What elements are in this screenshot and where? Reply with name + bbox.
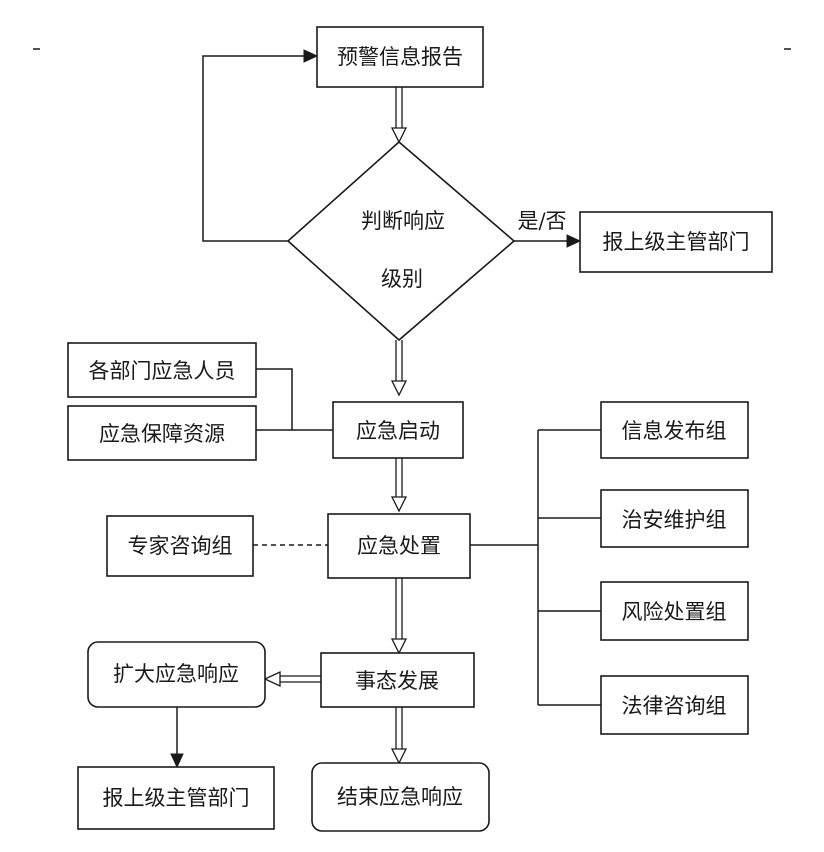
node-security: 治安维护组 <box>600 489 749 548</box>
svg-text:治安维护组: 治安维护组 <box>622 508 727 532</box>
node-development: 事态发展 <box>320 652 475 708</box>
arrow-start-to-handle <box>390 458 408 513</box>
svg-text:报上级主管部门: 报上级主管部门 <box>603 230 750 254</box>
svg-text:法律咨询组: 法律咨询组 <box>622 694 727 718</box>
node-legal: 法律咨询组 <box>600 675 749 735</box>
svg-text:结束应急响应: 结束应急响应 <box>337 785 463 809</box>
svg-text:报上级主管部门: 报上级主管部门 <box>103 786 250 810</box>
arrow-report-to-judge <box>390 87 408 144</box>
svg-text:应急启动: 应急启动 <box>356 419 440 443</box>
svg-text:判断响应: 判断响应 <box>361 209 445 233</box>
svg-text:事态发展: 事态发展 <box>355 669 439 693</box>
svg-text:扩大应急响应: 扩大应急响应 <box>113 662 239 686</box>
svg-text:应急保障资源: 应急保障资源 <box>99 422 225 446</box>
arrow-development-to-expand <box>263 670 321 688</box>
node-risk-handle: 风险处置组 <box>600 581 749 641</box>
loop-back-line <box>202 55 305 242</box>
node-info-release: 信息发布组 <box>600 401 749 459</box>
svg-text:信息发布组: 信息发布组 <box>622 419 727 443</box>
node-emergency-handle: 应急处置 <box>327 513 471 579</box>
svg-text:各部门应急人员: 各部门应急人员 <box>89 359 236 383</box>
arrow-judge-to-start <box>390 340 408 397</box>
node-judge-level: 判断响应 级别 <box>286 140 516 342</box>
group-branch-lines <box>470 429 601 706</box>
svg-text:级别: 级别 <box>381 267 423 291</box>
node-warning-report: 预警信息报告 <box>316 26 484 88</box>
node-emergency-start: 应急启动 <box>332 401 464 459</box>
svg-text:应急处置: 应急处置 <box>357 534 441 558</box>
node-expert: 专家咨询组 <box>106 515 254 577</box>
arrow-handle-to-development <box>390 578 408 655</box>
svg-text:风险处置组: 风险处置组 <box>622 600 727 624</box>
svg-text:预警信息报告: 预警信息报告 <box>337 45 463 69</box>
node-dept-staff: 各部门应急人员 <box>67 342 257 398</box>
node-report-superior-bottom: 报上级主管部门 <box>77 766 275 830</box>
node-end-response: 结束应急响应 <box>311 762 490 832</box>
yes-no-arrowhead <box>566 234 582 248</box>
resource-bracket-line <box>255 368 333 431</box>
node-report-superior-top: 报上级主管部门 <box>579 211 773 273</box>
yes-no-label: 是/否 <box>517 209 566 233</box>
node-expand-response: 扩大应急响应 <box>87 641 266 708</box>
arrow-development-to-end <box>390 707 408 765</box>
loop-arrowhead <box>303 49 319 63</box>
expand-to-report-arrowhead <box>170 753 184 769</box>
svg-text:专家咨询组: 专家咨询组 <box>128 534 233 558</box>
node-resources: 应急保障资源 <box>67 405 257 461</box>
